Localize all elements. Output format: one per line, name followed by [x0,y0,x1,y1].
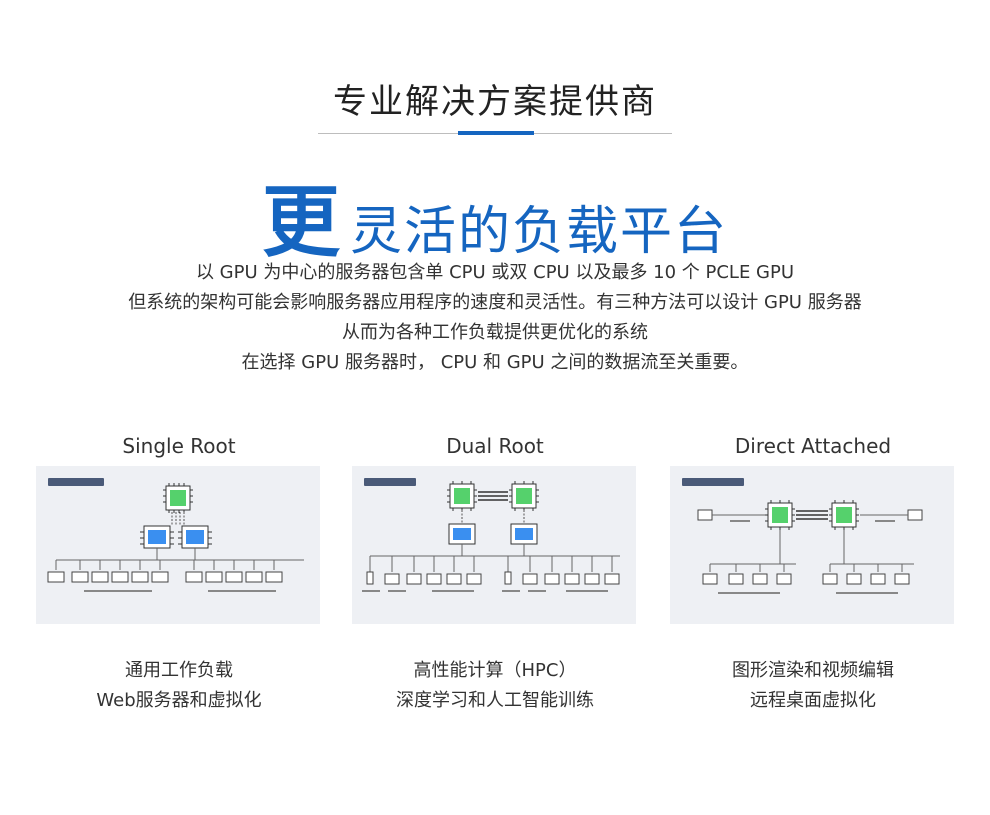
section-title: 专业解决方案提供商 [333,82,657,122]
intro-line: 在选择 GPU 服务器时， CPU 和 GPU 之间的数据流至关重要。 [241,352,749,373]
headline-text: 灵活的负载平台 [350,202,729,262]
intro-paragraph: 以 GPU 为中心的服务器包含单 CPU 或双 CPU 以及最多 10 个 PC… [0,258,990,378]
column-title: Direct Attached [734,434,892,458]
column-title: Dual Root [446,434,544,458]
cpu-chip-icon [447,481,477,511]
plx-switch-icon [510,523,538,545]
schematic-dual-root [352,466,636,624]
schematic-single-root [36,466,320,624]
caption-line: 高性能计算（HPC） [413,660,577,681]
cpu-chip-icon [509,481,539,511]
caption-line: 图形渲染和视频编辑 [732,660,894,681]
cpu-chip-icon [765,500,795,530]
column-dual-root: Dual Root [352,432,638,716]
plx-switch-icon [140,525,174,549]
headline: 更灵活的负载平台 [0,160,990,272]
column-direct-attached: Direct Attached [670,432,956,716]
schematic-direct-attached [670,466,954,624]
column-title: Single Root [122,434,236,458]
title-divider-accent [458,131,534,135]
headline-emphasis: 更 [261,178,340,268]
caption-line: Web服务器和虚拟化 [96,690,262,711]
caption-line: 通用工作负载 [125,660,233,681]
plx-switch-icon [448,523,476,545]
plx-switch-icon [178,525,212,549]
cpu-chip-icon [829,500,859,530]
intro-line: 但系统的架构可能会影响服务器应用程序的速度和灵活性。有三种方法可以设计 GPU … [128,292,862,313]
column-single-root: Single Root [36,432,322,716]
caption-line: 远程桌面虚拟化 [750,690,876,711]
column-captions: 高性能计算（HPC） 深度学习和人工智能训练 [352,656,638,716]
intro-line: 从而为各种工作负载提供更优化的系统 [342,322,648,343]
caption-line: 深度学习和人工智能训练 [396,690,594,711]
cpu-chip-icon [163,483,193,513]
intro-line: 以 GPU 为中心的服务器包含单 CPU 或双 CPU 以及最多 10 个 PC… [195,262,795,283]
column-captions: 通用工作负载 Web服务器和虚拟化 [36,656,322,716]
column-captions: 图形渲染和视频编辑 远程桌面虚拟化 [670,656,956,716]
